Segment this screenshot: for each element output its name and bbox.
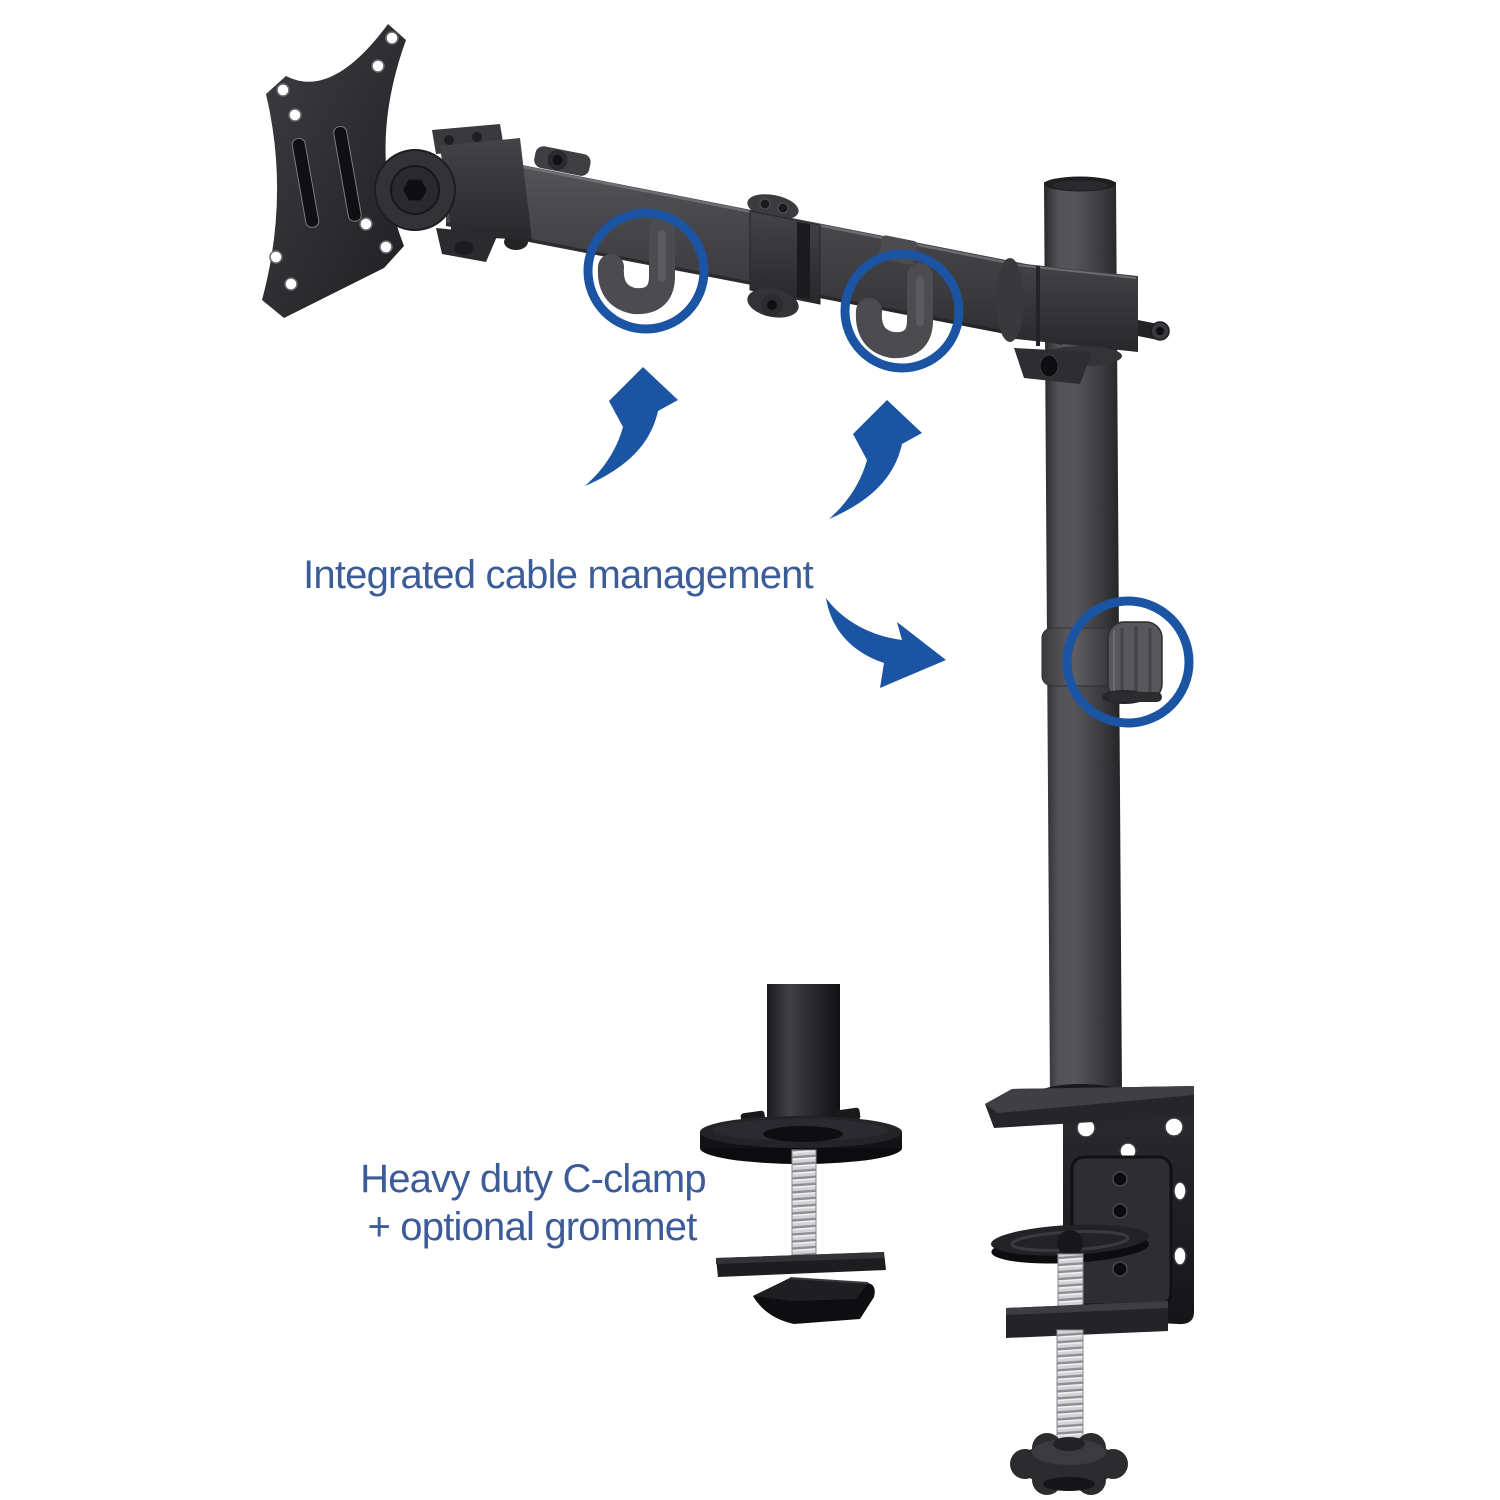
caption-clamp: Heavy duty C-clamp + optional grommet bbox=[360, 1157, 707, 1249]
clamp-lower-arm bbox=[1006, 1301, 1168, 1338]
c-clamp bbox=[985, 1086, 1194, 1495]
grommet-mount bbox=[700, 984, 902, 1324]
annotation-circles bbox=[583, 208, 1194, 728]
arm-front-screw-tab bbox=[534, 146, 591, 176]
annotation-arrows bbox=[585, 367, 946, 688]
clamp-knob bbox=[1010, 1433, 1128, 1495]
grommet-foot bbox=[753, 1277, 875, 1324]
arm-pole-collar bbox=[996, 258, 1170, 384]
caption-clamp-line1: Heavy duty C-clamp bbox=[360, 1157, 706, 1201]
circle-highlight-clip-1 bbox=[583, 208, 709, 334]
caption-clamp-line2: + optional grommet bbox=[367, 1205, 697, 1249]
grommet-threaded-rod bbox=[791, 1149, 817, 1259]
vesa-plate bbox=[262, 24, 406, 318]
tilt-joint bbox=[432, 124, 532, 262]
grommet-lock-plate bbox=[716, 1252, 886, 1277]
curved-arrow-up-icon bbox=[829, 400, 922, 519]
vesa-slots bbox=[291, 125, 362, 228]
monitor-arm bbox=[445, 146, 1063, 345]
curved-arrow-right-icon bbox=[826, 598, 946, 688]
clamp-screw-rod bbox=[1056, 1329, 1084, 1441]
arm-middle-joint bbox=[747, 194, 821, 318]
tilt-hex-screw bbox=[374, 149, 456, 231]
clamp-pad bbox=[990, 1224, 1150, 1264]
caption-cable-management: Integrated cable management bbox=[303, 553, 814, 597]
vesa-mounting-holes bbox=[269, 31, 399, 291]
clamp-top-plate bbox=[985, 1086, 1194, 1128]
circle-highlight-pole-clip bbox=[1062, 596, 1194, 728]
grommet-flange bbox=[700, 1116, 902, 1164]
pole-cable-clip bbox=[1041, 621, 1163, 704]
curved-arrow-up-icon bbox=[585, 367, 678, 486]
circle-highlight-clip-2 bbox=[840, 249, 964, 373]
grommet-pole bbox=[767, 984, 840, 1136]
